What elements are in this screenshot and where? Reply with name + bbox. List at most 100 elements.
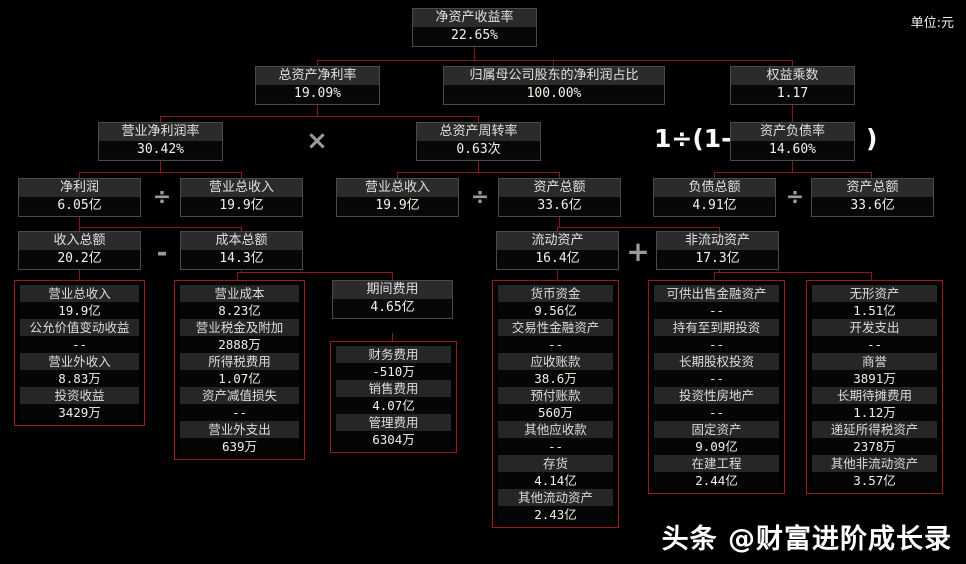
- group-row-value: 2378万: [812, 438, 937, 455]
- node-roa[interactable]: 总资产净利率 19.09%: [255, 66, 380, 105]
- group-row[interactable]: 开发支出--: [812, 319, 937, 353]
- group-row-value: 639万: [180, 438, 299, 455]
- group-row[interactable]: 公允价值变动收益--: [20, 319, 139, 353]
- group-row-value: 2888万: [180, 336, 299, 353]
- node-total-liabilities-label: 负债总额: [654, 179, 775, 197]
- connector-totalcost-up: [241, 227, 242, 234]
- group-row-label: 其他流动资产: [498, 489, 613, 506]
- node-net-margin[interactable]: 营业净利润率 30.42%: [98, 122, 223, 161]
- node-revenue-1[interactable]: 营业总收入 19.9亿: [180, 178, 303, 217]
- group-row-label: 存货: [498, 455, 613, 472]
- group-row-value: --: [498, 336, 613, 353]
- node-parent-profit-share[interactable]: 归属母公司股东的净利润占比 100.00%: [443, 66, 665, 105]
- connector-periodexp-up: [392, 272, 393, 280]
- connector-noncur-bus: [714, 272, 871, 273]
- group-row-value: 19.9亿: [20, 302, 139, 319]
- node-debt-ratio-value: 14.60%: [731, 141, 854, 159]
- node-total-assets-1[interactable]: 资产总额 33.6亿: [498, 178, 621, 217]
- group-row-label: 在建工程: [654, 455, 779, 472]
- equity-formula-right: ): [866, 124, 878, 153]
- group-row-value: --: [654, 302, 779, 319]
- group-row[interactable]: 持有至到期投资--: [654, 319, 779, 353]
- node-total-assets-2[interactable]: 资产总额 33.6亿: [811, 178, 934, 217]
- node-period-expense-value: 4.65亿: [333, 299, 452, 317]
- group-row[interactable]: 资产减值损失--: [180, 387, 299, 421]
- group-row-value: --: [654, 336, 779, 353]
- node-equity-multiplier-label: 权益乘数: [731, 67, 854, 85]
- connector-noncur-up: [719, 227, 720, 234]
- group-row-value: 6304万: [336, 431, 451, 448]
- group-row[interactable]: 投资性房地产--: [654, 387, 779, 421]
- group-row-label: 投资收益: [20, 387, 139, 404]
- connector-row4-bus-b: [397, 172, 559, 173]
- group-row[interactable]: 交易性金融资产--: [498, 319, 613, 353]
- group-row-label: 公允价值变动收益: [20, 319, 139, 336]
- group-row-value: -510万: [336, 363, 451, 380]
- node-asset-turnover[interactable]: 总资产周转率 0.63次: [416, 122, 541, 161]
- connector-turnover-down: [478, 160, 479, 172]
- node-equity-multiplier[interactable]: 权益乘数 1.17: [730, 66, 855, 105]
- node-noncurrent-assets[interactable]: 非流动资产 17.3亿: [656, 231, 779, 270]
- group-row-label: 递延所得税资产: [812, 421, 937, 438]
- node-total-liabilities[interactable]: 负债总额 4.91亿: [653, 178, 776, 217]
- node-revenue-2[interactable]: 营业总收入 19.9亿: [336, 178, 459, 217]
- operator-divide-2: ÷: [470, 185, 490, 210]
- node-current-assets-label: 流动资产: [497, 232, 618, 250]
- connector-noncur-b-up: [871, 272, 872, 280]
- node-revenue-2-value: 19.9亿: [337, 197, 458, 215]
- group-row[interactable]: 其他应收款--: [498, 421, 613, 455]
- node-roe[interactable]: 净资产收益率 22.65%: [412, 8, 537, 47]
- node-current-assets[interactable]: 流动资产 16.4亿: [496, 231, 619, 270]
- group-row-label: 投资性房地产: [654, 387, 779, 404]
- node-total-income[interactable]: 收入总额 20.2亿: [18, 231, 141, 270]
- group-row[interactable]: 可供出售金融资产--: [654, 285, 779, 319]
- connector-periodexp-down: [392, 333, 393, 347]
- connector-turnover-up: [478, 116, 479, 123]
- node-total-assets-1-label: 资产总额: [499, 179, 620, 197]
- node-roe-value: 22.65%: [413, 27, 536, 45]
- group-row-label: 持有至到期投资: [654, 319, 779, 336]
- group-row[interactable]: 长期股权投资--: [654, 353, 779, 387]
- connector-cost-bus: [237, 272, 392, 273]
- connector-equity-down: [792, 104, 793, 123]
- group-row-label: 营业外支出: [180, 421, 299, 438]
- connector-debtratio-down: [792, 160, 793, 172]
- operator-plus: +: [626, 235, 650, 268]
- node-period-expense[interactable]: 期间费用 4.65亿: [332, 280, 453, 319]
- group-row-label: 资产减值损失: [180, 387, 299, 404]
- node-net-margin-label: 营业净利润率: [99, 123, 222, 141]
- group-row-value: 2.44亿: [654, 472, 779, 489]
- group-row-label: 其他应收款: [498, 421, 613, 438]
- node-net-profit[interactable]: 净利润 6.05亿: [18, 178, 141, 217]
- node-current-assets-value: 16.4亿: [497, 250, 618, 268]
- group-row[interactable]: 财务费用-510万: [336, 346, 451, 380]
- node-total-cost[interactable]: 成本总额 14.3亿: [180, 231, 303, 270]
- group-row-label: 营业税金及附加: [180, 319, 299, 336]
- connector-row4-bus-c: [714, 172, 871, 173]
- node-debt-ratio[interactable]: 资产负债率 14.60%: [730, 122, 855, 161]
- group-row-label: 交易性金融资产: [498, 319, 613, 336]
- group-row-label: 管理费用: [336, 414, 451, 431]
